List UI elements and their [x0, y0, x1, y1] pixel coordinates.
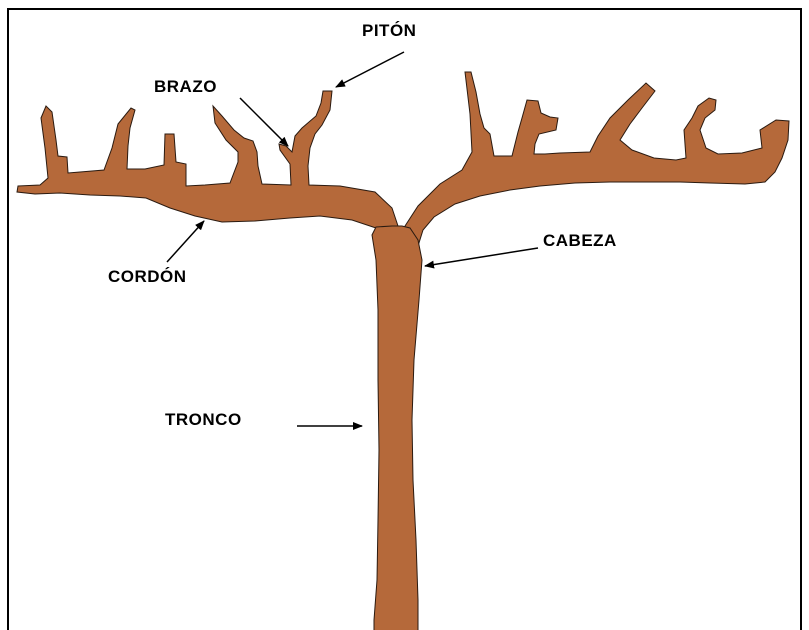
label-piton: PITÓN: [362, 21, 416, 40]
arrow-piton: [336, 52, 404, 87]
left-cordon: [17, 91, 398, 234]
arrow-cabeza: [425, 248, 538, 266]
trunk: [372, 226, 422, 630]
right-cordon: [405, 72, 789, 250]
label-cabeza: CABEZA: [543, 231, 617, 250]
label-tronco: TRONCO: [165, 410, 242, 429]
label-brazo: BRAZO: [154, 77, 217, 96]
arrow-cordon: [167, 221, 204, 262]
grapevine: [17, 72, 789, 630]
label-cordon: CORDÓN: [108, 267, 187, 286]
